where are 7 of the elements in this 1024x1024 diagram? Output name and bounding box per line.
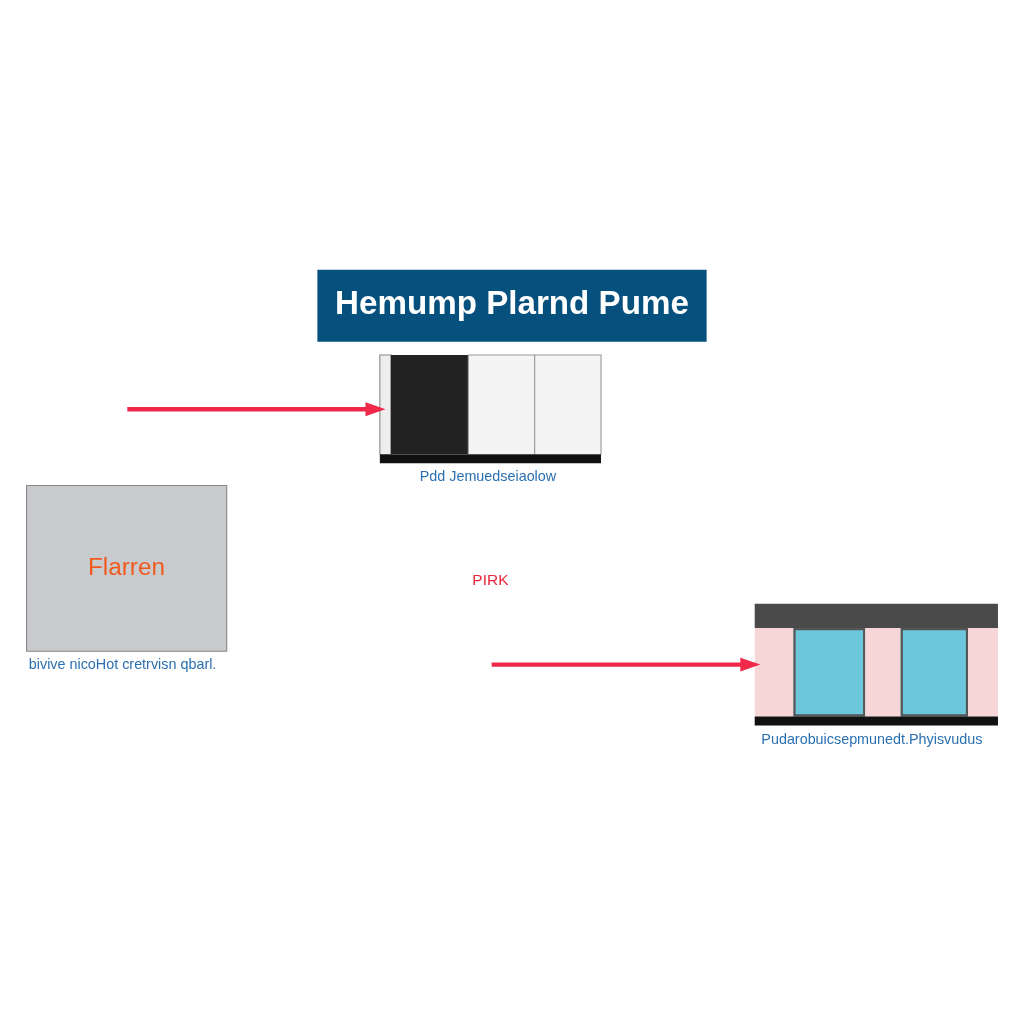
- arrow: [491, 657, 761, 672]
- diagram-title: Hemump Plarnd Pume: [335, 283, 689, 321]
- arrow: [127, 402, 386, 417]
- node-label: Pudarobuicsepmunedt.Phyisvudus: [761, 730, 983, 747]
- node-label: Pdd Jemuedseiaolow: [419, 468, 557, 485]
- node-label: bivive nicoHot cretrvisn qbarl.: [28, 656, 217, 673]
- label: PIRK: [472, 570, 509, 588]
